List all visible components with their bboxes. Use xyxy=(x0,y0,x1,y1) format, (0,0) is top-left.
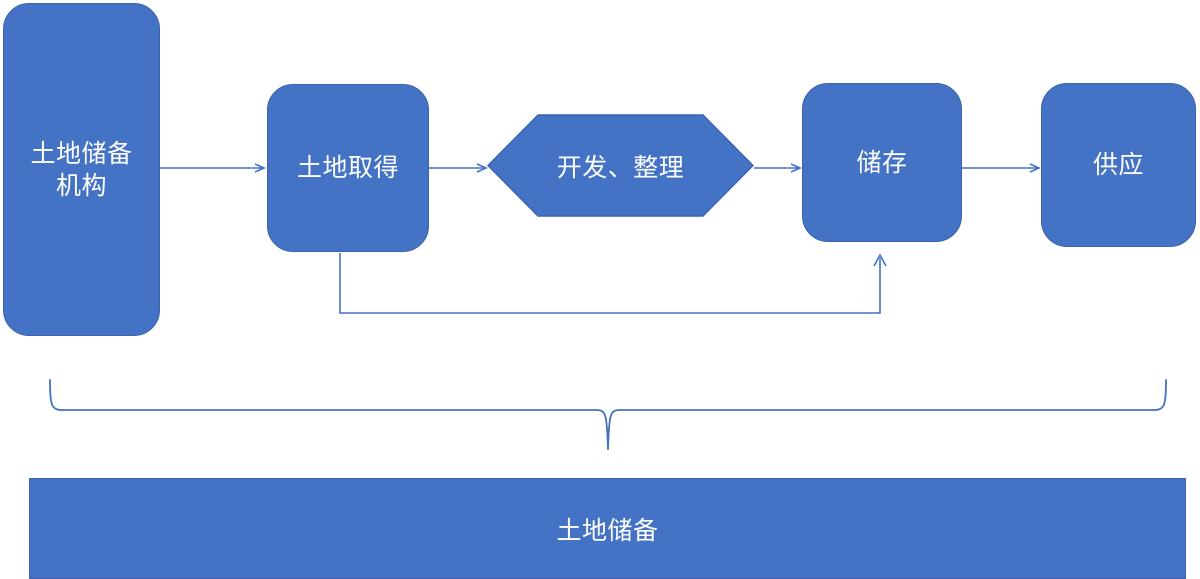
node-supply[interactable]: 供应 xyxy=(1041,83,1196,247)
node-develop-label: 开发、整理 xyxy=(556,153,685,182)
node-acquire[interactable]: 土地取得 xyxy=(267,84,429,252)
node-develop[interactable]: 开发、整理 xyxy=(487,114,754,217)
node-store-label: 储存 xyxy=(856,148,908,177)
scope-brace xyxy=(49,379,1167,451)
hexagon-shape xyxy=(487,114,754,217)
node-acquire-label: 土地取得 xyxy=(296,154,399,182)
node-store[interactable]: 储存 xyxy=(802,83,962,242)
node-supply-label: 供应 xyxy=(1092,151,1144,179)
summary-bar-label: 土地储备 xyxy=(556,516,659,545)
node-agency-label: 土地储备 机构 xyxy=(30,139,133,200)
connector-acquire-to-store-feedback xyxy=(339,253,887,314)
summary-bar[interactable]: 土地储备 xyxy=(29,478,1186,579)
node-agency[interactable]: 土地储备 机构 xyxy=(3,3,160,336)
